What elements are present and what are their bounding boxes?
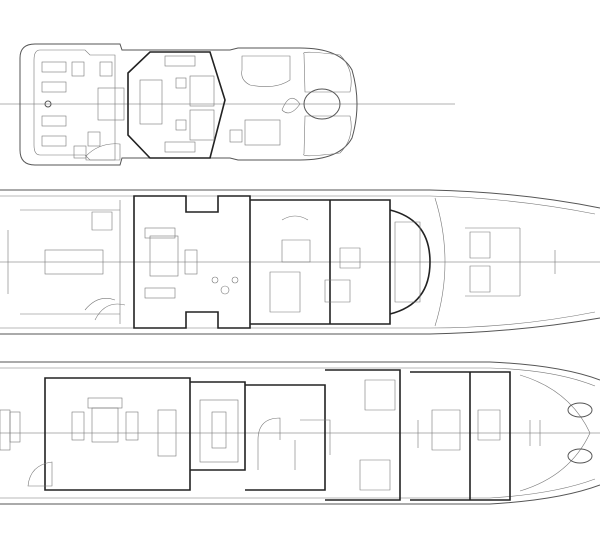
bridge-deck-plan xyxy=(0,189,600,335)
main-deck-plan xyxy=(0,361,600,505)
dining-table xyxy=(44,249,104,275)
stair xyxy=(85,143,121,161)
sky-lounge xyxy=(127,51,226,159)
main-salon xyxy=(133,195,251,329)
bridge-deck-hull xyxy=(0,189,600,335)
sun-deck-hull xyxy=(19,43,358,166)
main-deck-hull xyxy=(0,361,600,505)
dining-table xyxy=(157,409,177,457)
tender xyxy=(567,402,593,418)
jacuzzi xyxy=(303,88,341,120)
tender xyxy=(567,448,593,464)
sun-deck-plan xyxy=(0,43,455,166)
dining-table xyxy=(139,79,163,125)
